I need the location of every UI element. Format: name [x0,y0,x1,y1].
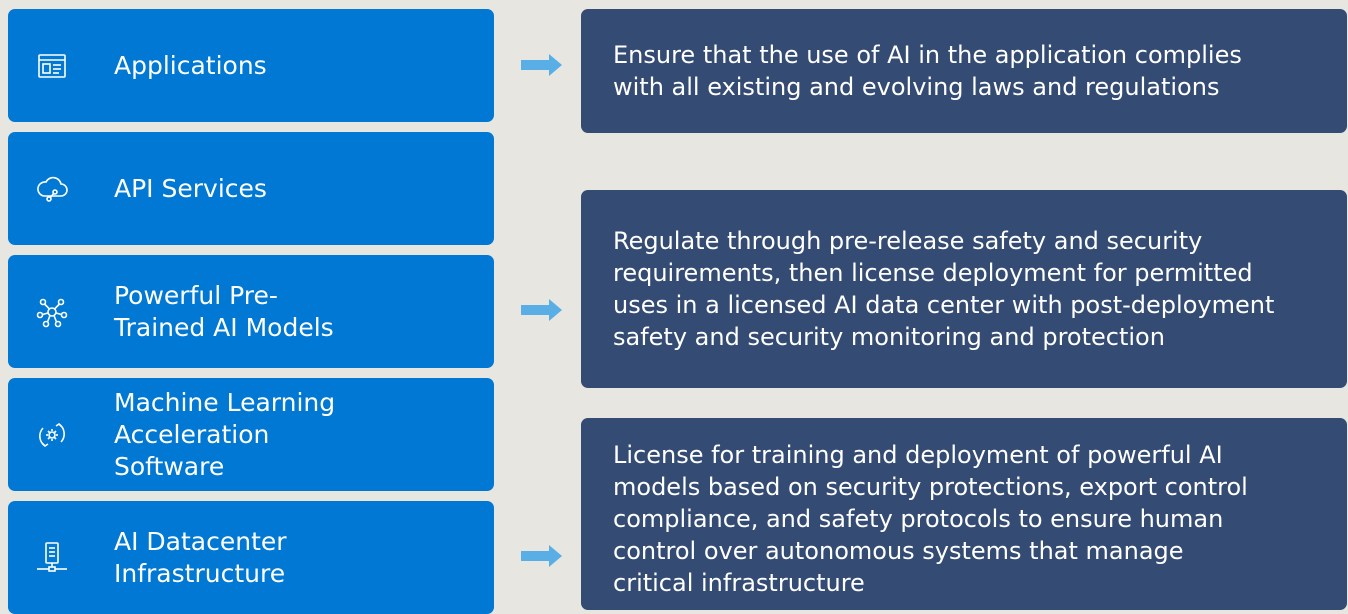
cloud-api-icon [35,172,69,206]
desc-text-models: Regulate through pre-release safety and … [613,227,1275,351]
desc-text-applications: Ensure that the use of AI in the applica… [613,41,1242,101]
stack-card-ml-acceleration: Machine Learning Acceleration Software [8,378,494,491]
gear-cycle-icon [35,418,69,452]
desc-card-models: Regulate through pre-release safety and … [581,190,1347,388]
stack-card-pretrained-models: Powerful Pre- Trained AI Models [8,255,494,368]
arrow-right-icon [521,54,562,76]
arrow-right-icon [521,299,562,321]
stack-label-applications: Applications [114,50,267,80]
stack-card-datacenter: AI Datacenter Infrastructure [8,501,494,614]
stack-label-ml-acceleration: Machine Learning Acceleration Software [114,387,336,481]
stack-card-applications: Applications [8,9,494,122]
stack-card-api-services: API Services [8,132,494,245]
arrow-right-icon [521,545,562,567]
desc-text-infrastructure: License for training and deployment of p… [613,441,1248,597]
application-window-icon [35,49,69,83]
desc-card-applications: Ensure that the use of AI in the applica… [581,9,1347,133]
stack-label-datacenter: AI Datacenter Infrastructure [114,526,287,588]
server-network-icon [35,541,69,575]
stack-label-api-services: API Services [114,173,267,203]
desc-card-infrastructure: License for training and deployment of p… [581,418,1347,610]
stack-label-pretrained-models: Powerful Pre- Trained AI Models [114,280,334,342]
ai-model-network-icon [35,295,69,329]
